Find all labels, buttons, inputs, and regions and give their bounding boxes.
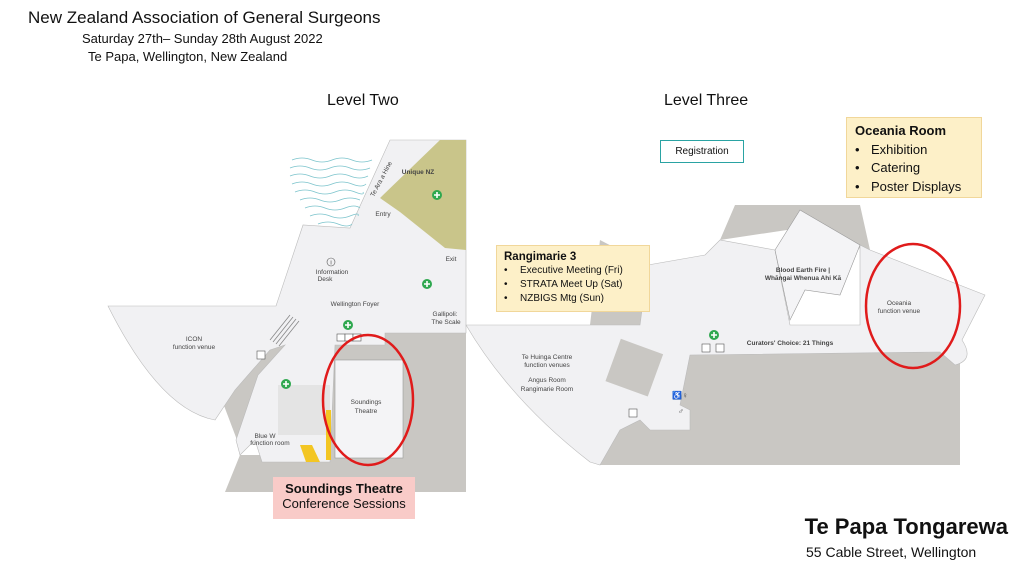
venue-name: Te Papa Tongarewa [804,514,1008,539]
first-aid-icon [432,190,442,200]
level-two-heading: Level Two [327,92,399,109]
label-entry: Entry [375,211,391,218]
accessible-path [300,445,320,462]
label-oceania: Oceania [887,300,912,307]
label-te-huinga-2: function venues [524,362,570,369]
stairs-icon [269,314,300,347]
label-information-desk-2: Desk [318,276,334,283]
rangimarie-callout-item: NZBIGS Mtg (Sun) [504,292,642,306]
label-information-desk: Information [316,269,349,276]
water-feature [289,157,373,227]
soundings-callout-title: Soundings Theatre [285,481,403,496]
label-wellington-foyer: Wellington Foyer [331,301,380,308]
highlight-ring-oceania [864,242,962,370]
oceania-callout-item: Exhibition [855,141,973,160]
floor-area [107,139,467,463]
oceania-callout-title: Oceania Room [855,123,947,138]
label-soundings: Soundings [351,399,382,406]
label-blood-earth-fire-2: Whāngai Whenua Ahi Kā [765,275,842,282]
label-oceania-2: function venue [878,308,921,315]
oceania-callout-item: Catering [855,159,973,178]
first-aid-icon [343,320,353,330]
rangimarie-callout-item: STRATA Meet Up (Sat) [504,278,642,292]
first-aid-icon [422,279,432,289]
accessible-path [326,410,331,460]
venue-address: 55 Cable Street, Wellington [806,544,977,560]
label-blood-earth-fire: Blood Earth Fire | [776,267,830,274]
label-te-huinga: Te Huinga Centre [522,354,573,361]
blue-room-area [278,385,330,435]
soundings-theatre-callout: Soundings Theatre Conference Sessions [273,477,415,519]
registration-label: Registration [660,140,744,163]
first-aid-icon [281,379,291,389]
information-icon: i [326,257,336,267]
blood-earth-fire-room [774,209,861,321]
soundings-theatre-room [334,359,404,459]
oceania-callout-item: Poster Displays [855,178,973,197]
oceania-room-callout: Oceania Room Exhibition Catering Poster … [846,117,982,198]
toilet-icon: ♿♀ ♂ [672,390,688,416]
svg-text:i: i [330,261,331,267]
event-location: Te Papa, Wellington, New Zealand [88,49,288,64]
label-rangimarie-room: Rangimarie Room [521,386,573,393]
label-curators-choice: Curators' Choice: 21 Things [747,340,834,347]
label-icon: ICON [186,336,203,343]
level-two-map: i Te Ara a Hine Unique NZ Entry Exit Inf… [107,139,467,492]
stair-block [605,338,664,397]
highlight-ring-soundings [321,333,415,467]
lift-icon [628,343,725,418]
label-icon-2: function venue [173,344,216,351]
unique-nz-area [380,140,466,250]
rangimarie-callout: Rangimarie 3 Executive Meeting (Fri) STR… [496,245,650,312]
first-aid-icon [709,330,719,340]
label-blue-room: Blue W [255,433,277,440]
floor-area [465,239,986,466]
event-title: New Zealand Association of General Surge… [28,8,381,27]
rangimarie-callout-title: Rangimarie 3 [504,251,577,263]
event-dates: Saturday 27th– Sunday 28th August 2022 [82,31,323,46]
svg-text:♂: ♂ [678,407,684,416]
svg-text:♿♀: ♿♀ [672,390,688,400]
label-exit: Exit [446,256,457,263]
label-gallipoli-2: The Scale [431,319,461,326]
rangimarie-callout-item: Executive Meeting (Fri) [504,264,642,278]
label-blue-room-2: function room [250,440,289,447]
level-three-map: ♿♀ ♂ Blood Earth Fire | Whāngai Whenua Ah… [465,205,986,466]
label-angus-room: Angus Room [528,377,566,384]
soundings-callout-subtitle: Conference Sessions [282,496,406,511]
label-unique-nz: Unique NZ [402,169,435,176]
level-three-heading: Level Three [664,92,749,109]
label-soundings-2: Theatre [355,408,378,415]
label-gallipoli: Gallipoli: [433,311,458,318]
